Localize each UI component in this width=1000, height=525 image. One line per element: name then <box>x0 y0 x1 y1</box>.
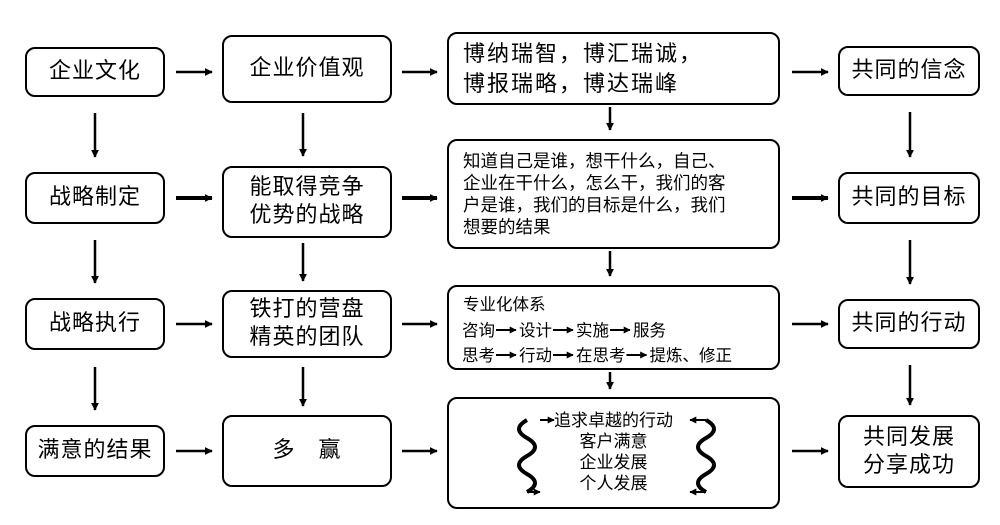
elite-team-line-2: 精英的团队 <box>249 325 365 350</box>
elite-team-line-1: 铁打的营盘 <box>249 297 365 322</box>
box-strategy-formulation: 战略制定 <box>25 172 165 224</box>
box-shared-action: 共同的行动 <box>838 299 980 349</box>
box-corporate-culture-label: 企业文化 <box>48 59 141 84</box>
self-knowledge-line-3: 户是谁，我们的目标是什么，我们 <box>463 196 726 216</box>
shared-development-line-2: 分享成功 <box>862 452 955 478</box>
box-satisfying-result: 满意的结果 <box>25 425 165 477</box>
professional-system-title: 专业化体系 <box>463 295 546 314</box>
box-satisfying-result-label: 满意的结果 <box>37 438 153 463</box>
competitive-strategy-line-1: 能取得竞争 <box>249 175 365 200</box>
box-win-win-label: 多 赢 <box>272 438 342 463</box>
box-professional-system: 专业化体系 <box>447 285 780 370</box>
box-corporate-values-label: 企业价值观 <box>249 56 365 81</box>
box-strategy-execution-label: 战略执行 <box>48 311 141 336</box>
excellence-line-2: 客户满意 <box>579 432 648 452</box>
box-shared-goal: 共同的目标 <box>838 172 980 224</box>
competitive-strategy-line-2: 优势的战略 <box>249 203 365 228</box>
excellence-line-4: 个人发展 <box>579 474 648 494</box>
self-knowledge-line-1: 知道自己是谁，想干什么，自己、 <box>463 152 726 172</box>
box-self-knowledge: 知道自己是谁，想干什么，自己、 企业在干什么，怎么干，我们的客 户是谁，我们的目… <box>447 139 780 249</box>
box-shared-action-label: 共同的行动 <box>851 311 967 336</box>
box-strategy-execution: 战略执行 <box>25 298 165 350</box>
self-knowledge-line-2: 企业在干什么，怎么干，我们的客 <box>463 174 726 194</box>
box-shared-belief-label: 共同的信念 <box>851 58 967 83</box>
box-corporate-culture: 企业文化 <box>25 47 165 97</box>
motto-line-2: 博报瑞略，博达瑞峰 <box>463 72 680 97</box>
box-strategy-formulation-label: 战略制定 <box>48 185 141 210</box>
box-pursuit-of-excellence: 追求卓越的行动 客户满意 企业发展 个人发展 <box>447 397 780 509</box>
box-elite-team: 铁打的营盘 精英的团队 <box>222 290 392 358</box>
motto-line-1: 博纳瑞智，博汇瑞诚， <box>463 42 704 67</box>
box-win-win: 多 赢 <box>222 415 392 487</box>
excellence-line-1: 追求卓越的行动 <box>554 411 673 431</box>
box-competitive-strategy: 能取得竞争 优势的战略 <box>222 166 392 238</box>
box-motto: 博纳瑞智，博汇瑞诚， 博报瑞略，博达瑞峰 <box>447 32 780 105</box>
box-shared-belief: 共同的信念 <box>838 46 980 96</box>
shared-development-line-1: 共同发展 <box>862 424 955 450</box>
box-shared-goal-label: 共同的目标 <box>851 185 967 210</box>
box-shared-development: 共同发展 分享成功 <box>838 415 980 488</box>
self-knowledge-line-4: 想要的结果 <box>463 218 551 238</box>
excellence-line-3: 企业发展 <box>579 453 648 473</box>
box-corporate-values: 企业价值观 <box>222 35 392 103</box>
